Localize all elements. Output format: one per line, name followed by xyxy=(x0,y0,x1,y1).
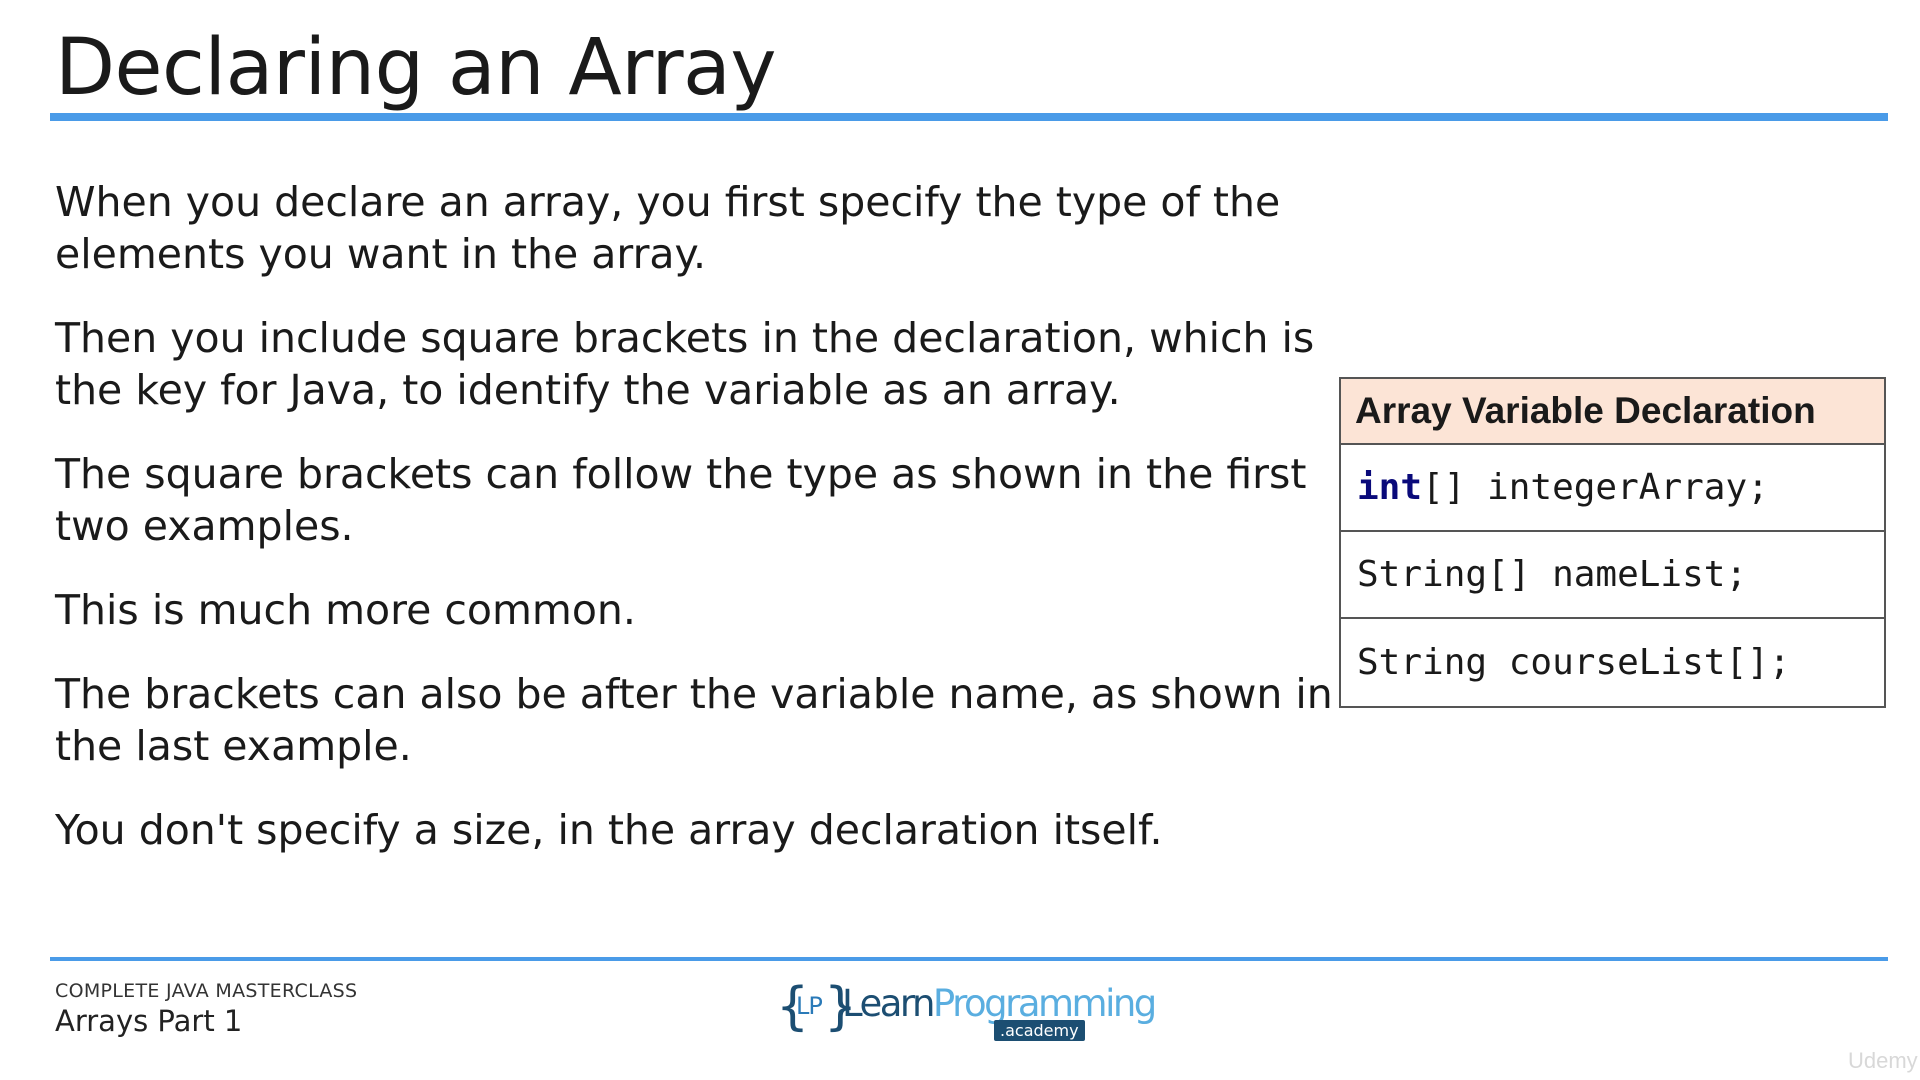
logo-academy-badge: .academy xyxy=(994,1020,1085,1041)
code-text: String[] nameList; xyxy=(1357,554,1748,595)
declaration-table: Array Variable Declaration int[] integer… xyxy=(1339,377,1886,708)
paragraph: The brackets can also be after the varia… xyxy=(55,668,1333,772)
code-text: String courseList[]; xyxy=(1357,642,1791,683)
logo-initials: LP xyxy=(796,992,823,1020)
code-text: [] integerArray; xyxy=(1422,467,1769,508)
course-name: COMPLETE JAVA MASTERCLASS xyxy=(55,980,358,1002)
paragraph-line: The square brackets can follow the type … xyxy=(55,450,1307,498)
paragraph-line: This is much more common. xyxy=(55,586,636,634)
paragraph: Then you include square brackets in the … xyxy=(55,312,1315,416)
learnprogramming-logo: { LP } LearnProgramming .academy xyxy=(776,977,1157,1044)
paragraph-line: the key for Java, to identify the variab… xyxy=(55,366,1121,414)
paragraph: You don't specify a size, in the array d… xyxy=(55,804,1305,856)
footer-divider xyxy=(50,957,1888,961)
logo-brace-close: } xyxy=(824,977,858,1037)
paragraph-line: the last example. xyxy=(55,722,412,770)
logo-brace-open: { xyxy=(776,977,810,1037)
paragraph-line: elements you want in the array. xyxy=(55,230,706,278)
slide-body: When you declare an array, you first spe… xyxy=(55,176,1333,888)
title-divider xyxy=(50,113,1888,121)
paragraph: When you declare an array, you first spe… xyxy=(55,176,1305,280)
code-keyword: int xyxy=(1357,467,1423,508)
paragraph-line: When you declare an array, you first spe… xyxy=(55,178,1281,226)
udemy-watermark: Udemy xyxy=(1848,1048,1918,1073)
paragraph-line: Then you include square brackets in the … xyxy=(55,314,1315,362)
paragraph: This is much more common. xyxy=(55,584,1305,636)
paragraph-line: The brackets can also be after the varia… xyxy=(55,670,1333,718)
slide-title: Declaring an Array xyxy=(55,23,777,113)
paragraph-line: two examples. xyxy=(55,502,354,550)
logo-wordmark: LearnProgramming xyxy=(842,982,1157,1025)
table-row: String[] nameList; xyxy=(1341,532,1884,619)
logo-word-learn: Learn xyxy=(842,982,935,1025)
table-row: int[] integerArray; xyxy=(1341,445,1884,532)
lecture-name: Arrays Part 1 xyxy=(55,1004,243,1038)
table-header: Array Variable Declaration xyxy=(1341,379,1884,445)
logo-word-programming: Programming xyxy=(932,982,1157,1025)
paragraph: The square brackets can follow the type … xyxy=(55,448,1307,552)
table-row: String courseList[]; xyxy=(1341,619,1884,706)
paragraph-line: You don't specify a size, in the array d… xyxy=(55,806,1163,854)
